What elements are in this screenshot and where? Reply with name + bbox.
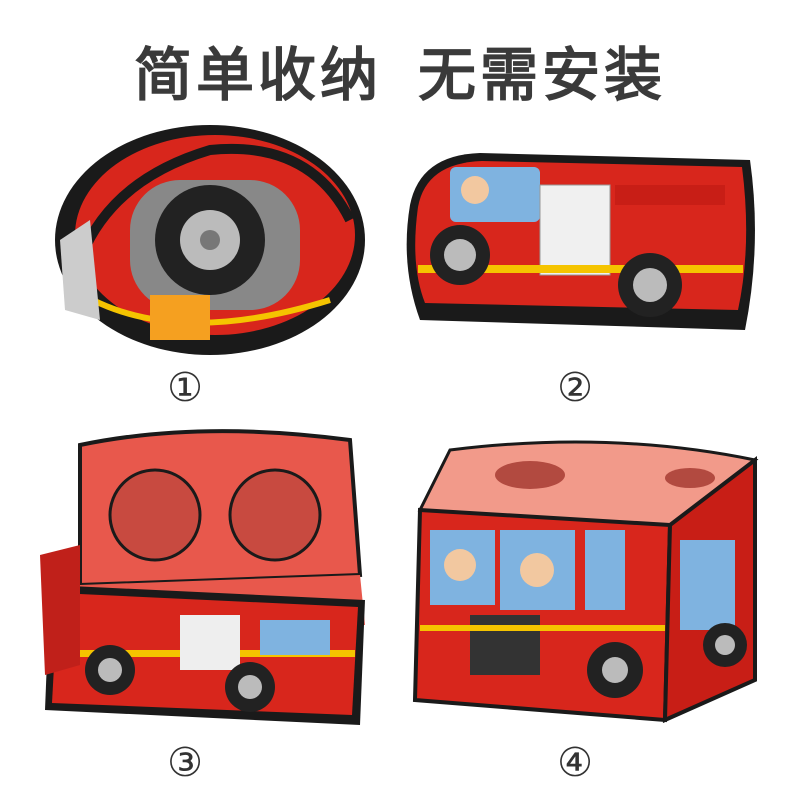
page-title: 简单收纳无需安装 <box>0 28 800 112</box>
step-4-label: ④ <box>557 740 593 786</box>
assembled-tent-image <box>410 430 765 725</box>
folded-tent-image <box>50 120 370 365</box>
step-2-label: ② <box>557 365 593 411</box>
flat-tent-image <box>400 145 765 345</box>
step-3-label: ③ <box>167 740 203 786</box>
opening-tent-image <box>40 425 370 730</box>
step-1-label: ① <box>167 365 203 411</box>
title-part-2: 无需安装 <box>418 41 667 109</box>
title-part-1: 简单收纳 <box>133 41 382 109</box>
